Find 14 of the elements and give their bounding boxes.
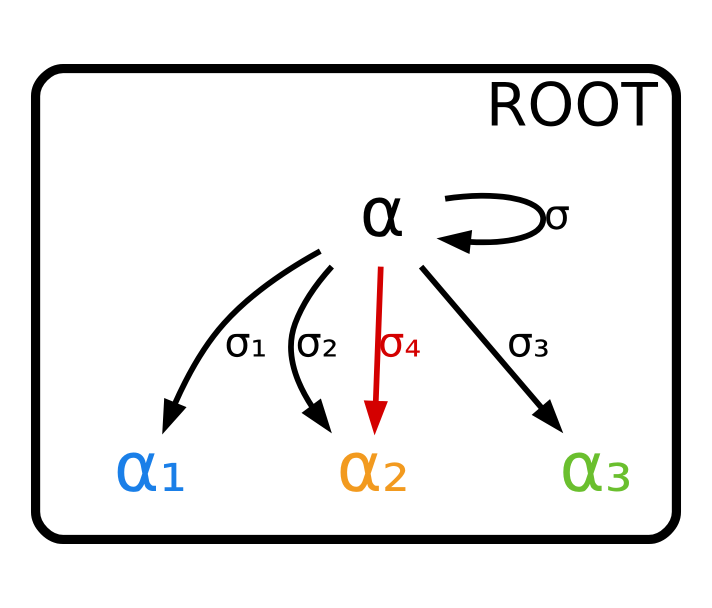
arrow (436, 192, 546, 254)
arrow (418, 264, 564, 434)
edge-label: σ₂ (296, 318, 338, 367)
node-text: α₂ (336, 428, 410, 508)
edge-label: σ₃ (506, 318, 550, 367)
arrow (288, 264, 334, 434)
arrow (364, 266, 388, 436)
edge-label: σ₁ (224, 318, 268, 367)
node-text: α (360, 173, 406, 254)
edge-label: σ (544, 191, 570, 240)
node-text: α₁ (114, 428, 187, 508)
edge-label: σ₄ (378, 318, 422, 367)
node-text: α₃ (560, 428, 633, 508)
arrow (162, 248, 322, 434)
